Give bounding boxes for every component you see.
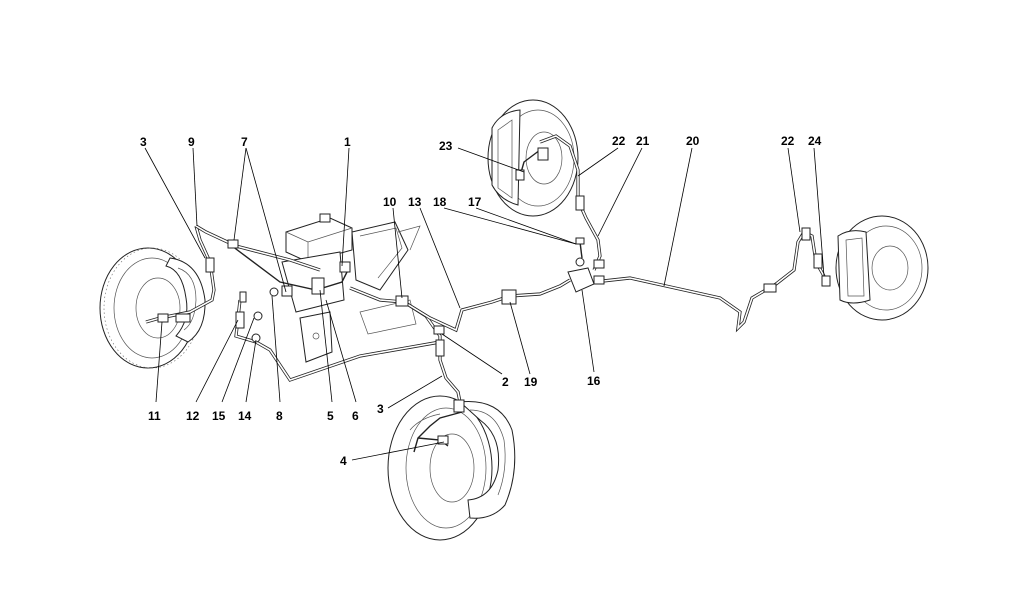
pipe-fittings (157, 147, 831, 445)
rear-right-wheel (835, 215, 929, 321)
leader-12 (195, 319, 239, 403)
callout-3a: 3 (140, 135, 147, 149)
callout-2: 2 (502, 375, 509, 389)
callout-11: 11 (148, 409, 161, 423)
leader-1 (341, 147, 350, 267)
leader-23 (457, 147, 525, 173)
leader-lines (144, 147, 825, 461)
callout-9: 9 (188, 135, 195, 149)
callout-7: 7 (241, 135, 248, 149)
leader-8 (271, 295, 281, 403)
leader-10 (392, 207, 403, 299)
callout-4: 4 (340, 454, 347, 468)
callout-18: 18 (433, 195, 447, 209)
leader-7a (233, 147, 247, 241)
leader-7b (245, 147, 287, 293)
leader-11 (155, 321, 163, 403)
leader-3a (144, 147, 206, 259)
leader-3b (387, 375, 443, 409)
leader-6 (325, 299, 357, 403)
leader-9 (192, 147, 198, 227)
callout-6: 6 (352, 409, 359, 423)
callout-8: 8 (276, 409, 283, 423)
callout-24: 24 (808, 134, 822, 148)
callout-15: 15 (212, 409, 226, 423)
callout-3b: 3 (377, 402, 384, 416)
leader-24 (813, 147, 825, 277)
callout-22b: 22 (781, 134, 795, 148)
rear-upper-caliper (491, 109, 521, 206)
callout-23: 23 (439, 139, 453, 153)
callout-17: 17 (468, 195, 482, 209)
callout-labels: 3 9 7 1 10 13 18 17 23 22 21 20 22 24 11… (140, 134, 822, 468)
leader-14 (245, 339, 257, 403)
callout-14: 14 (238, 409, 252, 423)
leader-15 (221, 317, 255, 403)
callout-19: 19 (524, 375, 538, 389)
leader-22a (577, 147, 619, 177)
callout-22a: 22 (612, 134, 626, 148)
support-plate (359, 299, 417, 335)
junction-block (567, 237, 595, 293)
callout-1: 1 (344, 135, 351, 149)
leader-4 (351, 441, 445, 461)
leader-5 (319, 289, 333, 403)
leader-21 (597, 147, 643, 237)
callout-12: 12 (186, 409, 200, 423)
front-left-caliper (165, 257, 206, 343)
leader-2 (441, 333, 503, 375)
callout-5: 5 (327, 409, 334, 423)
leader-16 (581, 289, 595, 373)
callout-20: 20 (686, 134, 700, 148)
front-left-wheel (99, 247, 206, 369)
leader-17 (475, 207, 577, 245)
rear-upper-wheel (487, 99, 579, 217)
front-right-wheel (387, 395, 516, 541)
leader-19 (509, 301, 531, 375)
leader-13 (419, 207, 461, 309)
leader-22b (787, 147, 801, 233)
leader-18 (443, 207, 577, 245)
callout-10: 10 (383, 195, 397, 209)
callout-16: 16 (587, 374, 601, 388)
rear-right-caliper (837, 230, 871, 304)
callout-13: 13 (408, 195, 422, 209)
callout-21: 21 (636, 134, 650, 148)
brake-booster (351, 221, 409, 291)
leader-20 (663, 147, 693, 287)
